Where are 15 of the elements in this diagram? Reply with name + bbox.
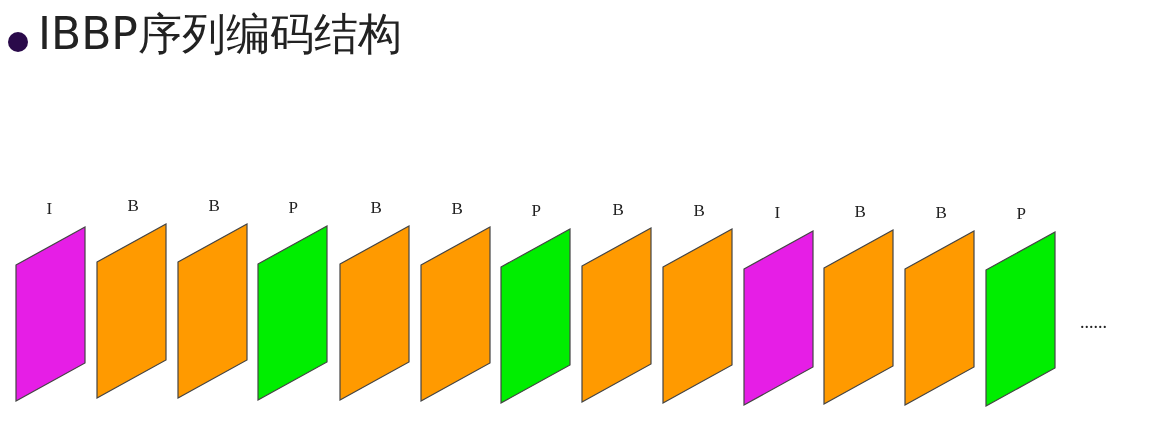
frame-type-label: B bbox=[208, 196, 220, 216]
frame-type-label: P bbox=[1016, 204, 1026, 224]
frame-type-label: P bbox=[288, 198, 298, 218]
frame-type-label: B bbox=[370, 198, 382, 218]
frame-type-label: B bbox=[612, 200, 624, 220]
frame-type-label: B bbox=[451, 199, 463, 219]
frame-type-label: P bbox=[531, 201, 541, 221]
frame-type-label: I bbox=[46, 199, 53, 219]
frame-type-label: B bbox=[127, 196, 139, 216]
frame-type-label: I bbox=[774, 203, 781, 223]
frame-type-label: B bbox=[935, 203, 947, 223]
ellipsis-text: ...... bbox=[1080, 312, 1107, 333]
frame-type-label: B bbox=[693, 201, 705, 221]
title: IBBP序列编码结构 bbox=[38, 7, 402, 61]
frame-type-label: B bbox=[854, 202, 866, 222]
